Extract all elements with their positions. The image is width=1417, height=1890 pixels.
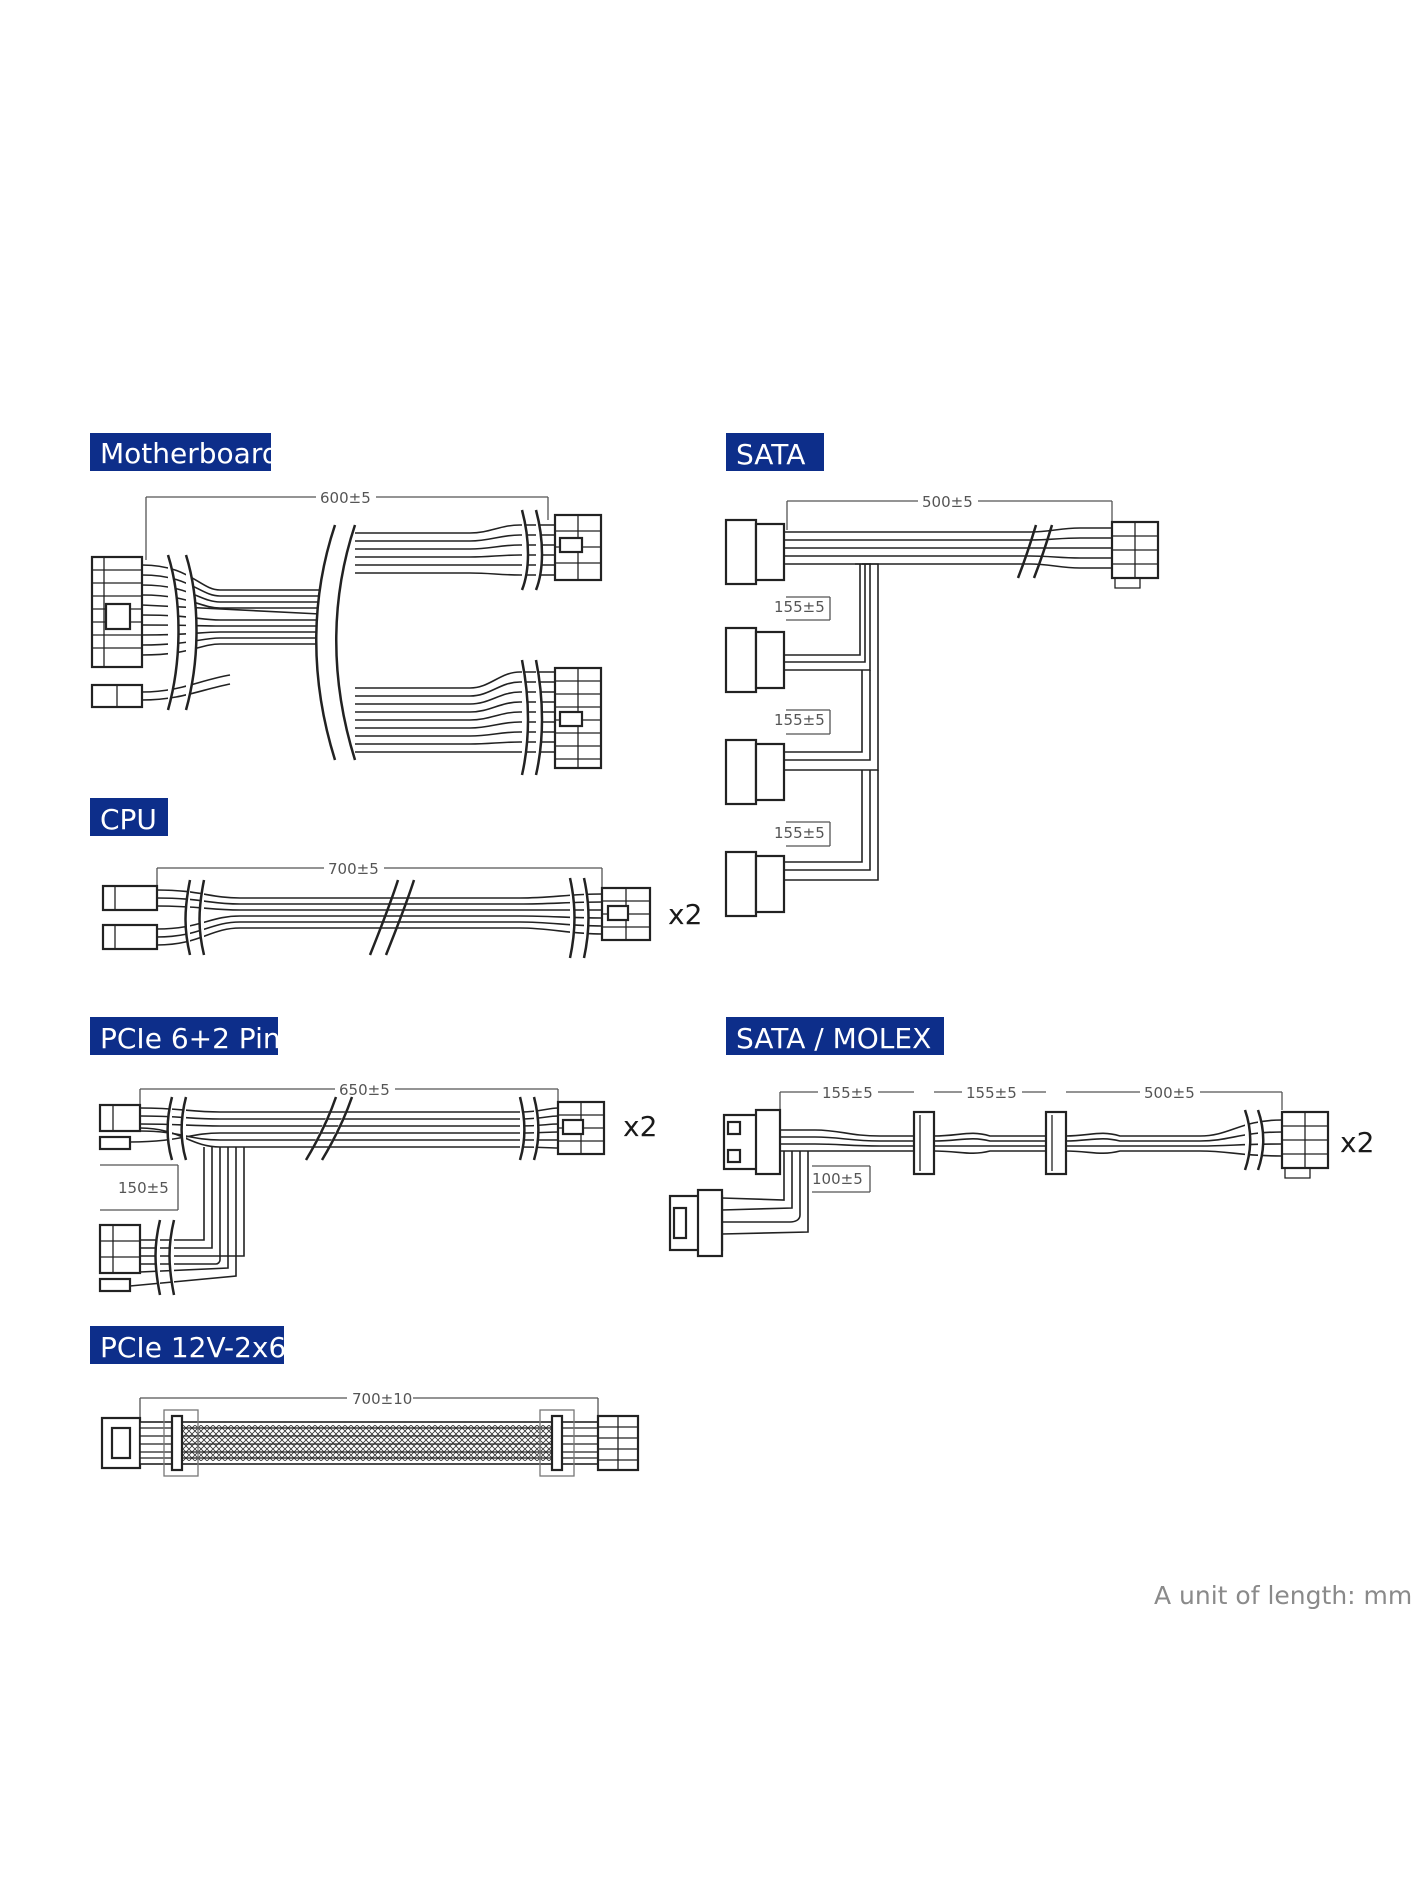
pcie-6-2-branch-label: 150±5 (118, 1179, 169, 1197)
sata-molex-tag (726, 1017, 944, 1055)
pcie-2pin-connector-main (98, 1135, 132, 1151)
pcie-6pin-connector-branch (98, 1223, 142, 1275)
pcie-6-2-tag (90, 1017, 278, 1055)
sata-section: SATA 500±5 (724, 433, 1160, 918)
cpu-multiplier: x2 (668, 898, 702, 931)
sata-connector-4 (724, 850, 758, 918)
motherboard-length-label: 600±5 (320, 489, 371, 507)
cpu-tag (90, 798, 168, 836)
sata-inline-connector-1 (912, 1110, 936, 1176)
sata-connector-2 (724, 626, 758, 694)
sata-molex-spacing-label-3: 500±5 (1144, 1084, 1195, 1102)
sata-tag (726, 433, 824, 471)
motherboard-tag (90, 433, 271, 471)
sata-molex-section: SATA / MOLEX 155±5 155±5 500±5 (668, 1017, 1374, 1258)
sata-molex-spacing-label-2: 155±5 (966, 1084, 1017, 1102)
sata-spacing-label-1: 155±5 (774, 598, 825, 616)
cpu-section: CPU 700±5 x2 (90, 798, 702, 959)
sata-molex-title: SATA / MOLEX (736, 1022, 931, 1055)
motherboard-section: Motherboard 600±5 (90, 433, 603, 776)
sata-title: SATA (736, 438, 805, 471)
sata-molex-spacing-label-1: 155±5 (822, 1084, 873, 1102)
pcie-12v-2x6-tag (90, 1326, 284, 1364)
cpu-4pin-connector-a (101, 884, 159, 912)
sata-length-label: 500±5 (922, 493, 973, 511)
pcie-12v-connector-gpu (100, 1416, 142, 1470)
pcie-6pin-connector-main (98, 1103, 142, 1133)
pcie-6-2-title: PCIe 6+2 Pin (100, 1022, 281, 1055)
pcie-2pin-connector-branch (98, 1277, 132, 1293)
sata-connector-3 (724, 738, 758, 806)
cpu-length-label: 700±5 (328, 860, 379, 878)
sata-inline-connector-2 (1044, 1110, 1068, 1176)
sata-connector-1 (724, 518, 758, 586)
sata-molex-branch-label: 100±5 (812, 1170, 863, 1188)
cpu-title: CPU (100, 803, 157, 836)
pcie-12v-2x6-section: PCIe 12V-2x6 700±10 (90, 1326, 640, 1477)
sata-spacing-label-2: 155±5 (774, 711, 825, 729)
cpu-4pin-connector-b (101, 923, 159, 951)
unit-note: A unit of length: mm (1154, 1581, 1412, 1610)
pcie-12v-2x6-title: PCIe 12V-2x6 (100, 1331, 286, 1364)
sata-molex-multiplier: x2 (1340, 1126, 1374, 1159)
motherboard-title: Motherboard (100, 437, 280, 470)
pcie-6-2-multiplier: x2 (623, 1110, 657, 1143)
pcie-6-2-section: PCIe 6+2 Pin 650±5 x2 (90, 1017, 657, 1296)
sata-spacing-label-3: 155±5 (774, 824, 825, 842)
pcie-12v-2x6-length-label: 700±10 (352, 1390, 412, 1408)
pcie-6-2-length-label: 650±5 (339, 1081, 390, 1099)
